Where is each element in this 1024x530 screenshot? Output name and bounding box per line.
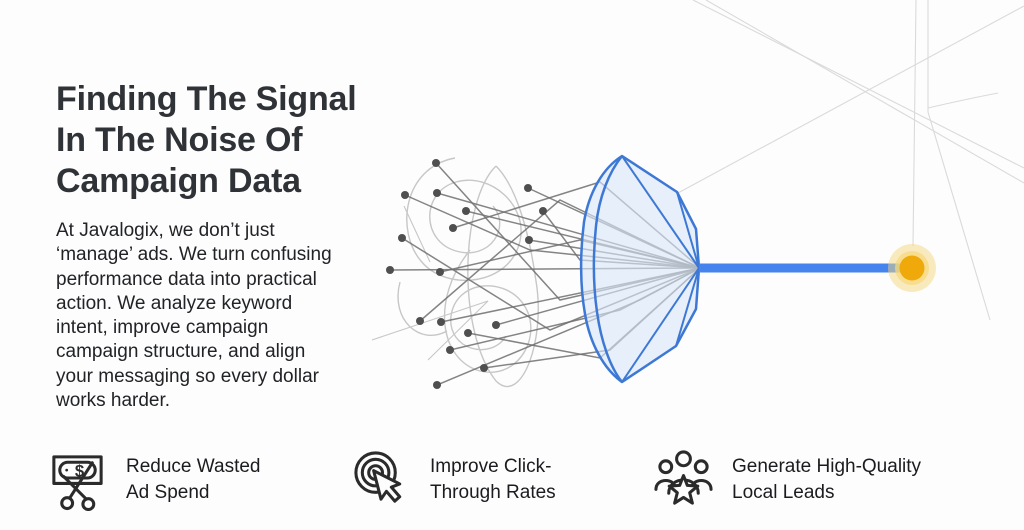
- noise-lines: [389, 162, 701, 386]
- intro-paragraph: At Javalogix, we don’t just ‘manage’ ads…: [56, 220, 332, 412]
- feature-label: Reduce Wasted Ad Spend: [126, 456, 261, 503]
- decor-lines: [677, 0, 1024, 321]
- feature-label: Improve Click- Through Rates: [430, 456, 556, 503]
- people-group-star-icon: [652, 448, 715, 511]
- feature-improve-ctr: Improve Click- Through Rates: [350, 448, 556, 511]
- funnel-lens: [579, 154, 701, 384]
- feature-local-leads: Generate High-Quality Local Leads: [652, 448, 921, 511]
- dollar-sign-glyph: $: [75, 462, 85, 481]
- money-bill-scissors-icon: $: [46, 448, 109, 511]
- feature-reduce-wasted-ad-spend: $ Reduce Wasted Ad Spend: [46, 448, 260, 511]
- feature-label: Generate High-Quality Local Leads: [732, 456, 922, 503]
- cursor-click-target-icon: [350, 448, 413, 511]
- page-title: Finding The Signal In The Noise Of Campa…: [56, 79, 357, 200]
- signal-endpoint-dot: [888, 244, 936, 292]
